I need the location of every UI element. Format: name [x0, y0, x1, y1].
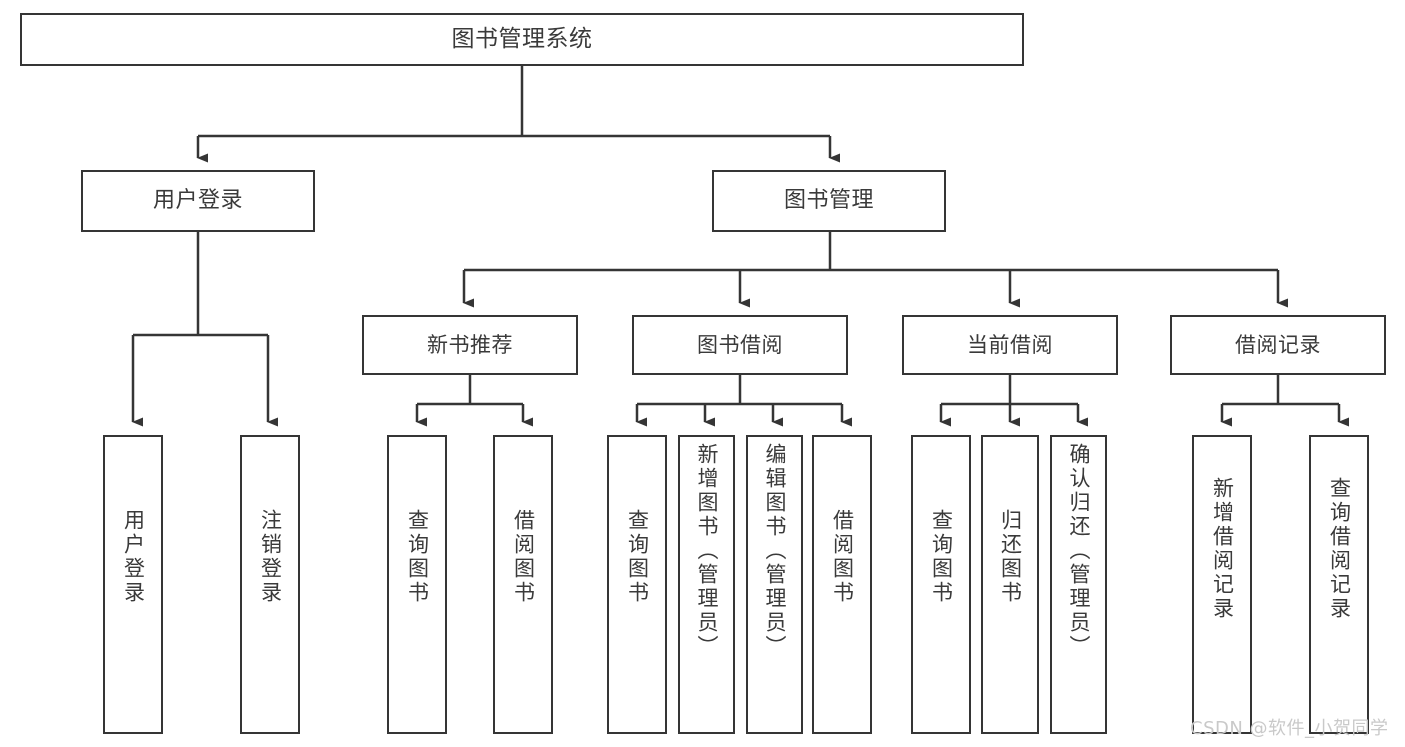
- leaf-edit-book-admin[interactable]: 编辑图书（管理员）: [746, 435, 803, 734]
- node-label: 确认归还（管理员）: [1067, 443, 1091, 659]
- leaf-borrow-book-recommend[interactable]: 借阅图书: [493, 435, 553, 734]
- leaf-confirm-return-admin[interactable]: 确认归还（管理员）: [1050, 435, 1107, 734]
- node-book-borrow[interactable]: 图书借阅: [632, 315, 848, 375]
- leaf-user-login[interactable]: 用户登录: [103, 435, 163, 734]
- leaf-query-book-current[interactable]: 查询图书: [911, 435, 971, 734]
- node-label: 借阅图书: [511, 509, 536, 605]
- node-label: 新书推荐: [427, 332, 513, 357]
- node-label: 查询图书: [929, 509, 954, 605]
- leaf-query-book-recommend[interactable]: 查询图书: [387, 435, 447, 734]
- node-new-book-recommend[interactable]: 新书推荐: [362, 315, 578, 375]
- node-label: 编辑图书（管理员）: [763, 443, 787, 659]
- node-label: 借阅记录: [1235, 332, 1321, 357]
- node-label: 新增借阅记录: [1210, 477, 1235, 621]
- leaf-add-borrow-record[interactable]: 新增借阅记录: [1192, 435, 1252, 734]
- csdn-watermark: CSDN @软件_小贺同学: [1190, 718, 1389, 739]
- node-book-management[interactable]: 图书管理: [712, 170, 946, 232]
- node-user-login[interactable]: 用户登录: [81, 170, 315, 232]
- node-label: 借阅图书: [830, 509, 855, 605]
- node-current-borrow[interactable]: 当前借阅: [902, 315, 1118, 375]
- node-label: 查询图书: [625, 509, 650, 605]
- node-label: 当前借阅: [967, 332, 1053, 357]
- node-label: 用户登录: [121, 509, 146, 605]
- node-label: 图书管理: [783, 188, 874, 214]
- node-label: 图书借阅: [697, 332, 783, 357]
- leaf-query-book-borrow[interactable]: 查询图书: [607, 435, 667, 734]
- node-label: 用户登录: [152, 188, 243, 214]
- node-label: 注销登录: [258, 509, 283, 605]
- leaf-logout[interactable]: 注销登录: [240, 435, 300, 734]
- node-root-system[interactable]: 图书管理系统: [20, 13, 1024, 66]
- leaf-add-book-admin[interactable]: 新增图书（管理员）: [678, 435, 735, 734]
- leaf-borrow-book[interactable]: 借阅图书: [812, 435, 872, 734]
- node-label: 查询借阅记录: [1327, 477, 1352, 621]
- leaf-return-book[interactable]: 归还图书: [981, 435, 1039, 734]
- node-borrow-record[interactable]: 借阅记录: [1170, 315, 1386, 375]
- node-label: 归还图书: [998, 509, 1023, 605]
- leaf-query-borrow-record[interactable]: 查询借阅记录: [1309, 435, 1369, 734]
- node-label: 新增图书（管理员）: [695, 443, 719, 659]
- node-label: 图书管理系统: [451, 25, 593, 52]
- node-label: 查询图书: [405, 509, 430, 605]
